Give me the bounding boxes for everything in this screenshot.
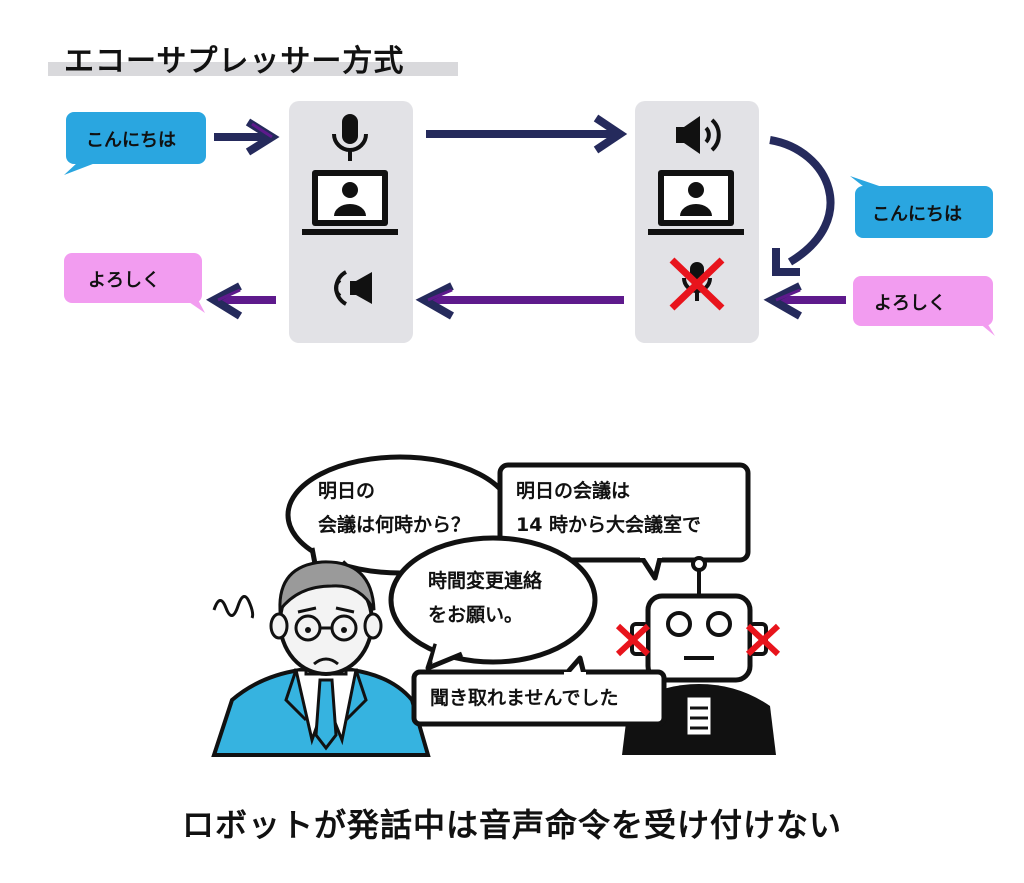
speaker-icon bbox=[676, 116, 721, 154]
left-output-bubble bbox=[64, 253, 205, 313]
robot-speech-bubble-2 bbox=[411, 655, 667, 727]
speaker-muted-icon bbox=[334, 270, 372, 306]
arrow-left-panel-to-output bbox=[205, 282, 276, 320]
man-bubble-2-text: 時間変更連絡 をお願い。 bbox=[428, 564, 542, 632]
man-bubble-1-line-1: 明日の bbox=[318, 480, 376, 502]
mic-crossed-icon bbox=[669, 257, 725, 311]
man-bubble-2-line-2: をお願い。 bbox=[428, 604, 524, 626]
robot-speech-bubble-1 bbox=[497, 462, 751, 581]
microphone-icon bbox=[332, 114, 368, 161]
caption: ロボットが発話中は音声命令を受け付けない bbox=[181, 806, 842, 844]
robot-ear-cross-right-icon bbox=[745, 623, 781, 657]
worry-squiggle-icon bbox=[212, 595, 255, 619]
laptop-user-icon-left bbox=[302, 170, 398, 235]
right-output-bubble-text: よろしく bbox=[874, 293, 946, 314]
arrow-right-panel-to-left-panel bbox=[415, 282, 624, 320]
title-underline-band bbox=[48, 62, 458, 76]
right-input-bubble-text: こんにちは bbox=[872, 204, 962, 225]
left-input-bubble-text: こんにちは bbox=[86, 130, 176, 151]
robot-bubble-1-text: 明日の会議は 14 時から大会議室で bbox=[516, 474, 701, 542]
right-input-bubble bbox=[850, 176, 993, 238]
robot-ear-cross-left-icon bbox=[615, 623, 651, 657]
arrow-curved-speaker-to-mic bbox=[769, 136, 835, 276]
worried-man-figure bbox=[211, 560, 431, 757]
laptop-user-icon-right bbox=[648, 170, 744, 235]
man-speech-bubble-2 bbox=[388, 535, 598, 671]
diagram-title: エコーサプレッサー方式 bbox=[64, 44, 405, 79]
man-bubble-1-text: 明日の 会議は何時から？ bbox=[318, 474, 470, 542]
arrow-input-to-left-panel bbox=[214, 118, 280, 156]
arrow-output-into-right-panel bbox=[763, 282, 846, 320]
right-output-bubble bbox=[853, 276, 995, 336]
man-bubble-1-line-2: 会議は何時から？ bbox=[318, 514, 471, 536]
left-input-bubble bbox=[64, 112, 206, 175]
robot-figure bbox=[615, 556, 781, 755]
robot-bubble-1-line-1: 明日の会議は bbox=[516, 480, 631, 502]
arrow-left-panel-to-right-panel bbox=[426, 114, 628, 154]
robot-bubble-2-text: 聞き取れませんでした bbox=[430, 687, 619, 709]
man-bubble-2-line-1: 時間変更連絡 bbox=[428, 570, 543, 592]
left-output-bubble-text: よろしく bbox=[88, 270, 160, 291]
robot-bubble-1-line-2: 14 時から大会議室で bbox=[516, 514, 702, 536]
